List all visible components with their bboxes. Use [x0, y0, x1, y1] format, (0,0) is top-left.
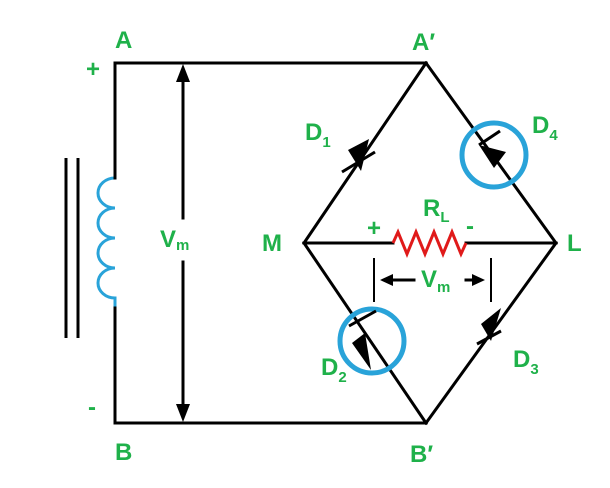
- label-vm-source: Vm: [160, 226, 189, 254]
- label-load-minus: -: [466, 213, 474, 240]
- vm-source-arrowhead-down: [176, 404, 190, 422]
- diode-d1: [341, 139, 376, 174]
- label-load-resistor: RL: [423, 195, 450, 226]
- diode-d2: [348, 309, 377, 370]
- vm-load-arrowhead-left: [380, 274, 393, 286]
- label-node-a: A: [115, 27, 132, 54]
- label-node-b: B: [115, 439, 132, 466]
- label-diode-d4: D4: [532, 112, 558, 144]
- label-diode-d1: D1: [305, 119, 331, 151]
- label-node-b-prime: B′: [410, 441, 433, 468]
- vm-source-arrowhead-up: [176, 64, 190, 82]
- label-source-plus: +: [86, 56, 100, 83]
- diode-d3: [476, 308, 502, 346]
- label-load-plus: +: [367, 215, 381, 242]
- transformer-secondary-coil: [96, 176, 117, 308]
- label-diode-d3: D3: [513, 346, 539, 378]
- d2-highlight-ring: [337, 306, 407, 376]
- label-node-a-prime: A′: [412, 29, 435, 56]
- load-resistor: [391, 228, 468, 258]
- label-vm-load: Vm: [421, 266, 450, 296]
- label-node-m: M: [262, 230, 282, 257]
- label-node-l: L: [567, 230, 582, 257]
- d4-highlight-ring: [459, 120, 529, 190]
- wire-top: [113, 61, 428, 180]
- diode-d4: [478, 129, 506, 168]
- label-source-minus: -: [88, 394, 96, 421]
- label-diode-d2: D2: [321, 354, 347, 386]
- wire-bottom: [113, 306, 428, 425]
- vm-load-arrowhead-right: [472, 274, 485, 286]
